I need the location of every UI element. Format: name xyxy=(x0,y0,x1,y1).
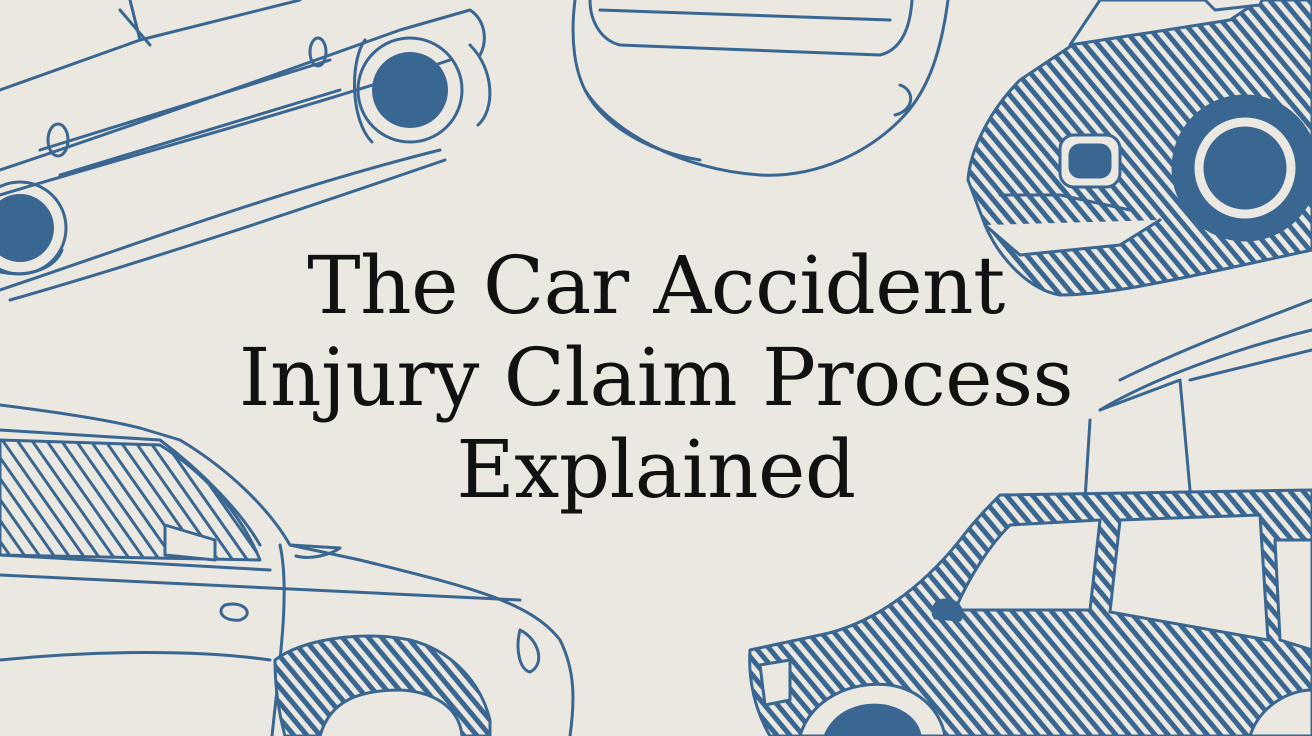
car-sketch-bottom-left xyxy=(0,403,575,736)
title-line-2: Injury Claim Process xyxy=(238,331,1074,424)
page-title: The Car Accident Injury Claim Process Ex… xyxy=(0,240,1312,516)
car-sketch-top-right xyxy=(966,0,1312,297)
car-sketch-bottom-right xyxy=(748,298,1312,736)
car-sketch-top-left xyxy=(0,0,492,302)
title-line-1: The Car Accident xyxy=(307,239,1005,332)
car-sketch-top-center xyxy=(571,0,950,177)
title-line-3: Explained xyxy=(456,423,856,516)
